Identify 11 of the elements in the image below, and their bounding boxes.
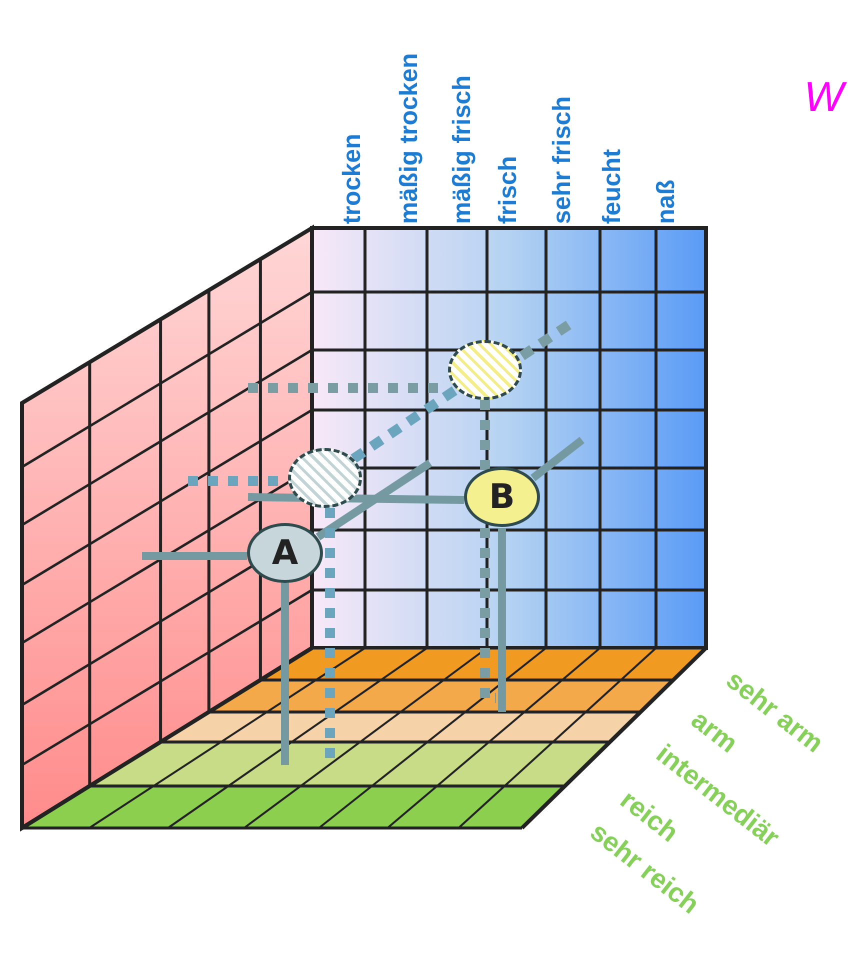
axis-category-label: feucht <box>600 149 624 224</box>
axis-category-label: trocken <box>340 134 364 224</box>
axis-category-label: sehr frisch <box>550 96 574 224</box>
point-letter: B <box>489 480 515 514</box>
axis-category-label: naß <box>654 180 678 224</box>
axis-category-label: frisch <box>496 156 520 224</box>
dotted-connector <box>480 400 490 470</box>
axis-category-label: mäßig frisch <box>450 75 474 224</box>
axis-category-label: mäßig trocken <box>396 53 422 224</box>
point-letter: A <box>272 536 298 570</box>
dotted-connector <box>350 385 460 463</box>
